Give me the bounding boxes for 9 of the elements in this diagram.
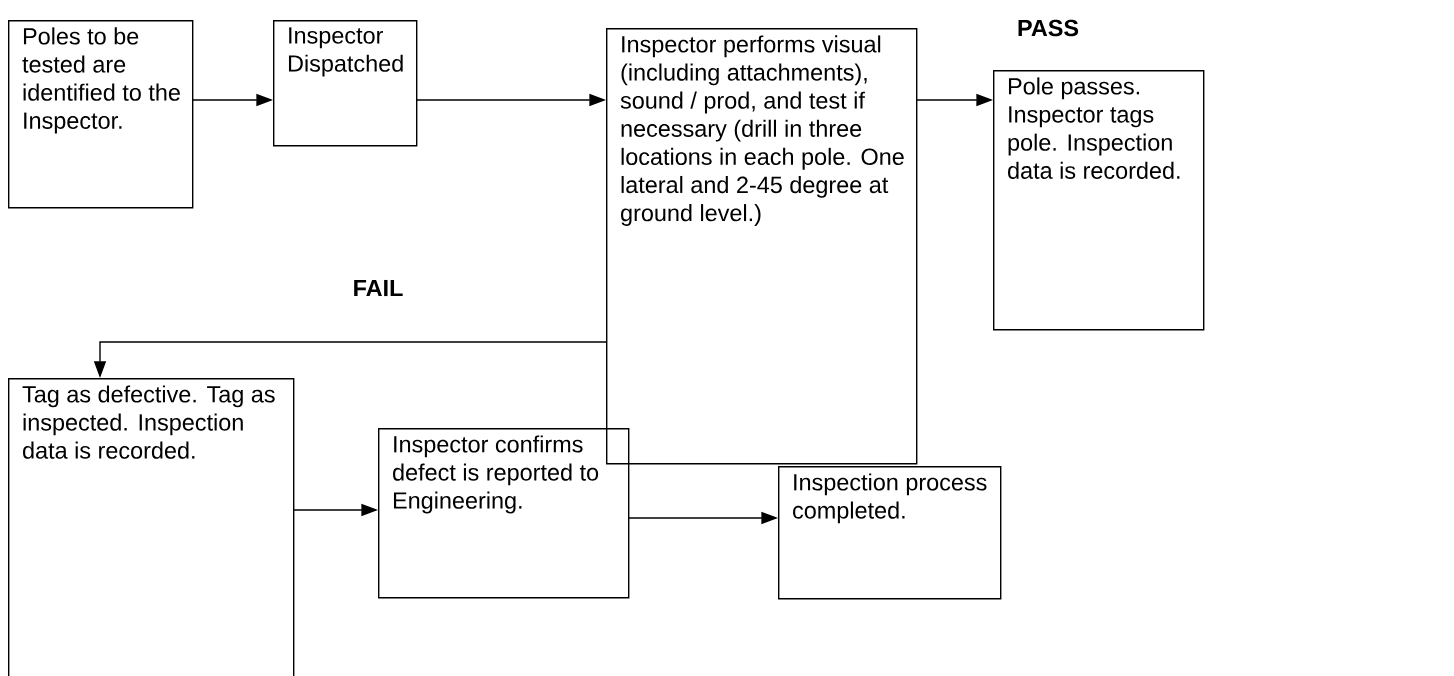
process-box: Inspection process completed. (778, 466, 1002, 600)
edge-label: FAIL (351, 278, 405, 298)
edge-label: PASS (1015, 18, 1081, 38)
process-box: Inspector Dispatched (273, 20, 418, 147)
process-box: Inspector confirms defect is reported to Engineering. (378, 428, 630, 599)
process-box: Tag as defective. Tag as inspected. Inspection data is recorded. (8, 378, 295, 676)
process-box: Poles to be tested are identified to the Inspector. (8, 20, 194, 209)
process-box: Pole passes. Inspector tags pole. Inspection data is recorded. (993, 70, 1205, 331)
process-box: Inspector performs visual (including attachments), sound / prod, and test if necessary (drill in three locations in each pole. One lateral and 2-45 degree at ground level.) (606, 28, 918, 465)
